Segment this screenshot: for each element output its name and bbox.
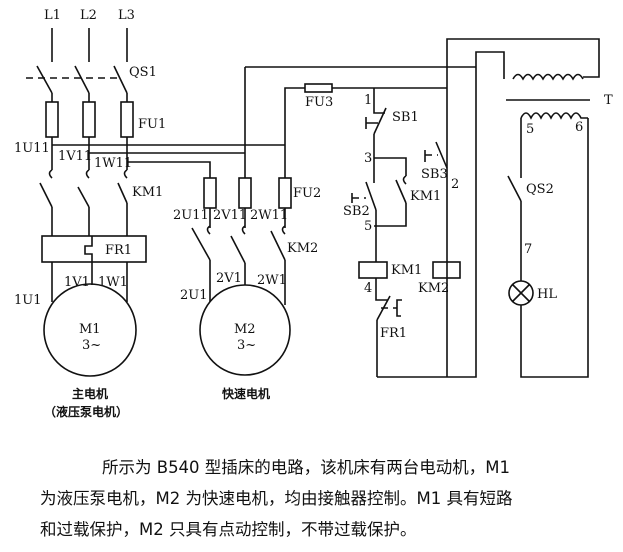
circuit-diagram: L1 L2 L3 QS1 FU1 1U11 1V11 1W11 KM1 FR1 …	[14, 8, 613, 419]
control-circuit: FU3 1 SB1 3 KM1 SB2 5 KM1 4 FR1 SB3	[245, 38, 613, 378]
label-1u1: 1U1	[14, 293, 42, 308]
label-node5: 5	[364, 219, 372, 234]
label-fu2: FU2	[293, 186, 321, 201]
figure-caption: 所示为 B540 型插床的电路，该机床有两台电动机，M1 为液压泵电机，M2 为…	[40, 452, 620, 545]
label-fr1-main: FR1	[105, 243, 132, 258]
qs1-switch: QS1	[26, 65, 157, 102]
label-t: T	[604, 93, 613, 108]
label-l2: L2	[80, 8, 97, 23]
fu3-fuse	[304, 83, 333, 93]
label-node5t: 5	[526, 122, 534, 137]
km2-main-contacts: KM2 2V1 2W1 2U1	[180, 225, 318, 305]
label-sb3: SB3	[421, 167, 448, 182]
m2-name: 快速电机	[222, 386, 270, 401]
label-m2-phase: 3~	[237, 338, 256, 353]
label-2w11: 2W11	[250, 208, 288, 223]
m1-name: 主电机	[72, 386, 108, 401]
label-m1-phase: 3~	[82, 338, 101, 353]
m1-subname: （液压泵电机）	[44, 404, 128, 419]
sb1-contact	[373, 107, 387, 135]
label-m2: M2	[234, 322, 256, 337]
sb2-contact	[365, 181, 377, 211]
fu2-fuses: FU2 2U11 2V11 2W11	[173, 177, 321, 228]
label-hl: HL	[537, 287, 557, 302]
motor-m2: M2 3~ 快速电机	[199, 284, 291, 401]
caption-line-1: 所示为 B540 型插床的电路，该机床有两台电动机，M1	[102, 458, 511, 477]
label-node3: 3	[364, 151, 372, 166]
label-qs2: QS2	[526, 182, 554, 197]
label-km1-main: KM1	[132, 185, 163, 200]
label-node7: 7	[524, 242, 532, 257]
label-node4: 4	[364, 281, 372, 296]
motor-m1: M1 3~ 主电机 （液压泵电机）	[43, 283, 137, 419]
label-node1: 1	[364, 93, 372, 108]
km1-hold-contact	[395, 179, 407, 204]
label-sb1: SB1	[392, 110, 419, 125]
label-sb2: SB2	[343, 204, 370, 219]
label-node2: 2	[451, 177, 459, 192]
fr1-thermal-relay: FR1 1V1 1W1 1U1	[14, 235, 147, 308]
label-km2-coil: KM2	[418, 281, 449, 296]
transformer-secondary-coil	[520, 112, 588, 120]
label-2w1: 2W1	[257, 273, 287, 288]
supply-lines: L1 L2 L3	[44, 8, 135, 62]
caption-line-3: 和过载保护，M2 只具有点动控制，不带过载保护。	[40, 520, 417, 539]
label-1v11: 1V11	[58, 149, 92, 164]
label-km1-coil: KM1	[391, 263, 422, 278]
label-fr1-ctrl: FR1	[380, 326, 407, 341]
label-2v11: 2V11	[213, 208, 247, 223]
label-l3: L3	[118, 8, 135, 23]
bus-wires	[52, 67, 305, 178]
label-fu1: FU1	[138, 117, 166, 132]
label-1w1: 1W1	[98, 275, 128, 290]
label-km1-hold: KM1	[410, 189, 441, 204]
caption-line-2: 为液压泵电机，M2 为快速电机，均由接触器控制。M1 具有短路	[40, 489, 513, 508]
label-1w11: 1W11	[94, 156, 132, 171]
label-km2-main: KM2	[287, 241, 318, 256]
km1-main-contacts: KM1	[39, 169, 163, 236]
transformer-primary-coil	[512, 73, 584, 81]
label-2v1: 2V1	[216, 271, 242, 286]
label-1u11: 1U11	[14, 141, 50, 156]
label-2u11: 2U11	[173, 208, 209, 223]
label-qs1: QS1	[129, 65, 157, 80]
label-2u1: 2U1	[180, 288, 208, 303]
label-m1: M1	[79, 322, 101, 337]
label-l1: L1	[44, 8, 61, 23]
sb3-contact	[435, 141, 448, 169]
lamp-hl-icon	[508, 280, 534, 306]
label-1v1: 1V1	[64, 275, 90, 290]
km1-coil	[358, 261, 388, 279]
label-node6: 6	[575, 120, 583, 135]
qs2-switch	[507, 175, 522, 202]
km2-coil	[432, 261, 461, 279]
label-fu3: FU3	[305, 95, 333, 110]
